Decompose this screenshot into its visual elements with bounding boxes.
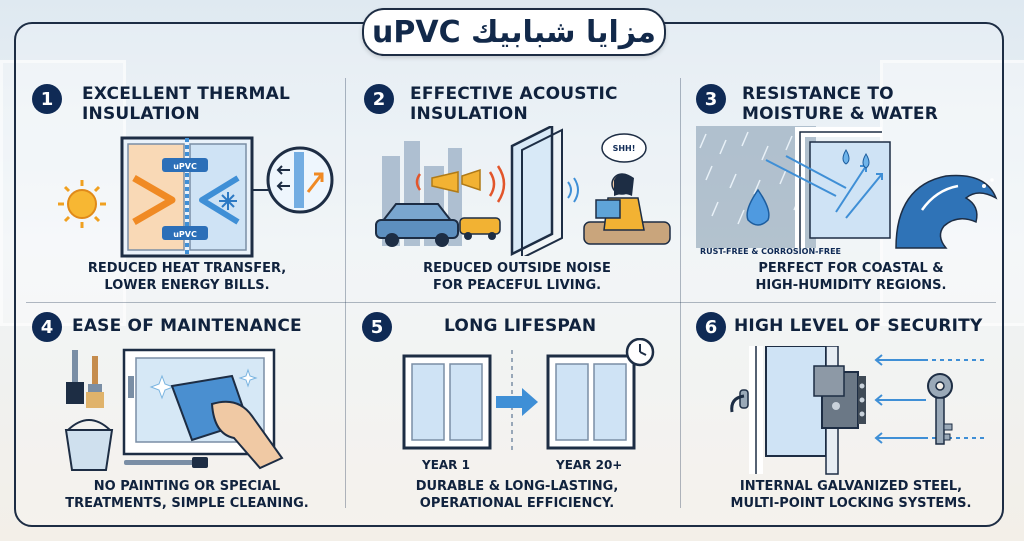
panel-number: 1 bbox=[32, 84, 62, 114]
caption-line: PERFECT FOR COASTAL & bbox=[758, 261, 944, 276]
speech-text: SHH! bbox=[613, 144, 636, 153]
panel-title: RESISTANCE TO MOISTURE & WATER bbox=[742, 84, 938, 124]
year-end-label: YEAR 20+ bbox=[556, 458, 623, 472]
sparkle-icon bbox=[149, 368, 258, 400]
car-icon bbox=[375, 203, 459, 247]
sun-icon bbox=[58, 180, 106, 228]
caption-line: LOWER ENERGY BILLS. bbox=[104, 278, 270, 293]
caption-line: DURABLE & LONG-LASTING, bbox=[415, 479, 619, 494]
panel-security: 6 HIGH LEVEL OF SECURITY bbox=[686, 312, 1016, 532]
panel-title-line: EXCELLENT THERMAL bbox=[82, 84, 291, 104]
panel-ease-of-maintenance: 4 EASE OF MAINTENANCE bbox=[22, 312, 352, 532]
arrow-right-icon bbox=[496, 388, 538, 416]
heat-arrow-icon bbox=[132, 174, 176, 226]
maintenance-illustration bbox=[64, 348, 284, 471]
panel-title: LONG LIFESPAN bbox=[444, 316, 596, 336]
reading-person-icon bbox=[583, 173, 671, 245]
cloth-hand-icon bbox=[170, 374, 284, 470]
panel-number: 6 bbox=[696, 312, 726, 342]
panel-title-line: MOISTURE & WATER bbox=[742, 104, 939, 124]
panel-long-lifespan: 5 LONG LIFESPAN bbox=[352, 312, 682, 532]
snowflake-icon bbox=[219, 192, 237, 210]
column-divider bbox=[345, 78, 346, 508]
trumpet-icon bbox=[431, 168, 481, 193]
panel-title: HIGH LEVEL OF SECURITY bbox=[734, 316, 982, 336]
panel-title-line: INSULATION bbox=[410, 104, 528, 124]
cold-arrow-icon bbox=[199, 175, 240, 225]
panel-title-line: EASE OF MAINTENANCE bbox=[72, 316, 302, 336]
year-start-label: YEAR 1 bbox=[422, 458, 470, 472]
lock-icon bbox=[813, 365, 866, 429]
key-icon bbox=[927, 373, 953, 445]
window-year-20 bbox=[546, 354, 636, 450]
panel-title-line: LONG LIFESPAN bbox=[444, 316, 597, 336]
panel-number: 2 bbox=[364, 84, 394, 114]
wave-icon bbox=[895, 174, 998, 249]
panel-acoustic-insulation: 2 EFFECTIVE ACOUSTIC INSULATION bbox=[352, 82, 682, 302]
background-window-left bbox=[0, 60, 126, 326]
panel-moisture-resistance: 3 RESISTANCE TO MOISTURE & WATER bbox=[686, 82, 1016, 302]
quiet-waves-icon bbox=[567, 177, 579, 203]
speech-bubble: SHH! bbox=[601, 133, 647, 163]
clock-icon bbox=[625, 338, 655, 367]
panel-thermal-insulation: 1 EXCELLENT THERMAL INSULATION bbox=[22, 82, 352, 302]
caption-line: HIGH-HUMIDITY REGIONS. bbox=[755, 278, 947, 293]
security-illustration bbox=[730, 346, 988, 475]
upvc-label: uPVC bbox=[173, 162, 197, 171]
thermal-illustration: uPVC uPVC bbox=[58, 136, 334, 258]
panel-title-line: HIGH LEVEL OF SECURITY bbox=[734, 316, 983, 336]
lifespan-illustration bbox=[402, 338, 655, 450]
sound-waves-icon bbox=[415, 165, 506, 203]
upvc-label: uPVC bbox=[173, 230, 197, 239]
caption-line: NO PAINTING OR SPECIAL bbox=[93, 479, 281, 494]
acoustic-illustration: SHH! bbox=[375, 126, 671, 256]
panel-caption: NO PAINTING OR SPECIAL TREATMENTS, SIMPL… bbox=[22, 478, 352, 512]
taxi-icon bbox=[459, 217, 501, 240]
caption-line: OPERATIONAL EFFICIENCY. bbox=[419, 496, 615, 511]
panel-title-line: EFFECTIVE ACOUSTIC bbox=[410, 84, 618, 104]
bucket-icon bbox=[64, 419, 114, 471]
panel-title-line: RESISTANCE TO bbox=[742, 84, 894, 104]
panel-title: EFFECTIVE ACOUSTIC INSULATION bbox=[410, 84, 618, 124]
panel-number: 4 bbox=[32, 312, 62, 342]
panel-caption: DURABLE & LONG-LASTING, OPERATIONAL EFFI… bbox=[352, 478, 682, 512]
column-divider bbox=[680, 78, 681, 508]
panel-caption: PERFECT FOR COASTAL & HIGH-HUMIDITY REGI… bbox=[686, 260, 1016, 294]
window-corner bbox=[795, 127, 891, 248]
locking-arrows-icon bbox=[874, 354, 988, 444]
magnifier-detail bbox=[252, 146, 334, 214]
caption-line: REDUCED OUTSIDE NOISE bbox=[423, 261, 611, 276]
row-divider bbox=[26, 302, 996, 303]
water-drop-icon bbox=[746, 188, 770, 226]
panel-title-line: INSULATION bbox=[82, 104, 200, 124]
rust-free-note: RUST-FREE & CORROSION-FREE bbox=[700, 247, 841, 256]
handle-icon bbox=[730, 389, 749, 413]
paint-brush-icon bbox=[66, 350, 104, 408]
scraper-icon bbox=[124, 457, 208, 468]
panel-caption: INTERNAL GALVANIZED STEEL, MULTI-POINT L… bbox=[686, 478, 1016, 512]
panel-number: 5 bbox=[362, 312, 392, 342]
double-glazed-window bbox=[510, 126, 563, 256]
moisture-illustration: RUST-FREE & CORROSION-FREE bbox=[696, 126, 998, 256]
panel-title: EXCELLENT THERMAL INSULATION bbox=[82, 84, 290, 124]
panel-caption: REDUCED OUTSIDE NOISE FOR PEACEFUL LIVIN… bbox=[352, 260, 682, 294]
caption-line: INTERNAL GALVANIZED STEEL, bbox=[739, 479, 963, 494]
panel-caption: REDUCED HEAT TRANSFER, LOWER ENERGY BILL… bbox=[22, 260, 352, 294]
caption-line: TREATMENTS, SIMPLE CLEANING. bbox=[65, 496, 309, 511]
caption-line: FOR PEACEFUL LIVING. bbox=[432, 278, 602, 293]
window-year-1 bbox=[402, 354, 492, 450]
page-title: مزايا شبابيك uPVC bbox=[362, 8, 666, 56]
caption-line: REDUCED HEAT TRANSFER, bbox=[87, 261, 287, 276]
caption-line: MULTI-POINT LOCKING SYSTEMS. bbox=[730, 496, 972, 511]
panel-title: EASE OF MAINTENANCE bbox=[72, 316, 302, 336]
panel-number: 3 bbox=[696, 84, 726, 114]
